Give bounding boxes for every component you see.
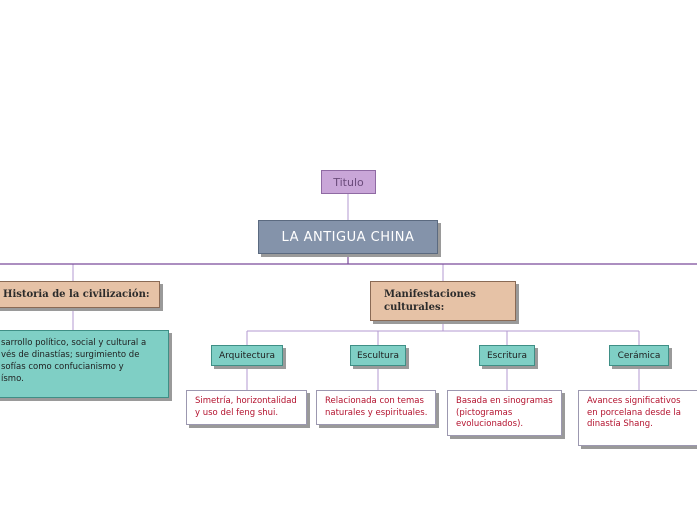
ceramica-detail-line: en porcelana desde la [587,407,681,418]
arquitectura-detail-line: Simetría, horizontalidad [195,396,297,406]
subtopic-arquitectura-label: Arquitectura [218,350,276,361]
historia-detail-line: sarrollo político, social y cultural a [1,338,147,348]
historia-detail-line: sofías como confucianismo y [1,362,124,372]
escultura-detail-node[interactable]: Relacionada con temas naturales y espiri… [316,390,436,425]
subtopic-escultura-node[interactable]: Escultura [350,345,406,366]
ceramica-detail-line: Avances significativos [587,396,681,406]
escultura-detail-line: Relacionada con temas [325,396,424,406]
escritura-detail-line: Basada en sinogramas [456,396,553,406]
main-topic-node[interactable]: LA ANTIGUA CHINA [258,220,438,254]
branch-manifestaciones-label-line: culturales: [384,302,445,313]
branch-manifestaciones-node[interactable]: Manifestaciones culturales: [370,281,516,321]
branch-historia-label: Historia de la civilización: [3,289,150,300]
historia-detail-node[interactable]: sarrollo político, social y cultural a v… [0,330,169,398]
subtopic-escritura-node[interactable]: Escritura [479,345,535,366]
title-node-label: Titulo [333,175,364,189]
ceramica-detail-line: dinastía Shang. [587,419,653,429]
subtopic-ceramica-label: Cerámica [617,350,661,361]
escritura-detail-line: (pictogramas [456,407,513,418]
historia-detail-line: ísmo. [1,374,24,384]
escultura-detail-line: naturales y espirituales. [325,407,428,418]
main-topic-label: LA ANTIGUA CHINA [281,229,415,245]
arquitectura-detail-node[interactable]: Simetría, horizontalidad y uso del feng … [186,390,307,425]
subtopic-escritura-label: Escritura [487,350,527,361]
escritura-detail-node[interactable]: Basada en sinogramas (pictogramas evoluc… [447,390,562,436]
branch-historia-node[interactable]: Historia de la civilización: [0,281,160,308]
arquitectura-detail-line: y uso del feng shui. [195,407,279,418]
title-node[interactable]: Titulo [321,170,376,194]
branch-manifestaciones-label-line: Manifestaciones [384,289,476,300]
subtopic-ceramica-node[interactable]: Cerámica [609,345,669,366]
subtopic-arquitectura-node[interactable]: Arquitectura [211,345,283,366]
subtopic-escultura-label: Escultura [357,350,399,361]
ceramica-detail-node[interactable]: Avances significativos en porcelana desd… [578,390,697,446]
historia-detail-line: vés de dinastías; surgimiento de [1,350,140,360]
escritura-detail-line: evolucionados). [456,419,524,429]
